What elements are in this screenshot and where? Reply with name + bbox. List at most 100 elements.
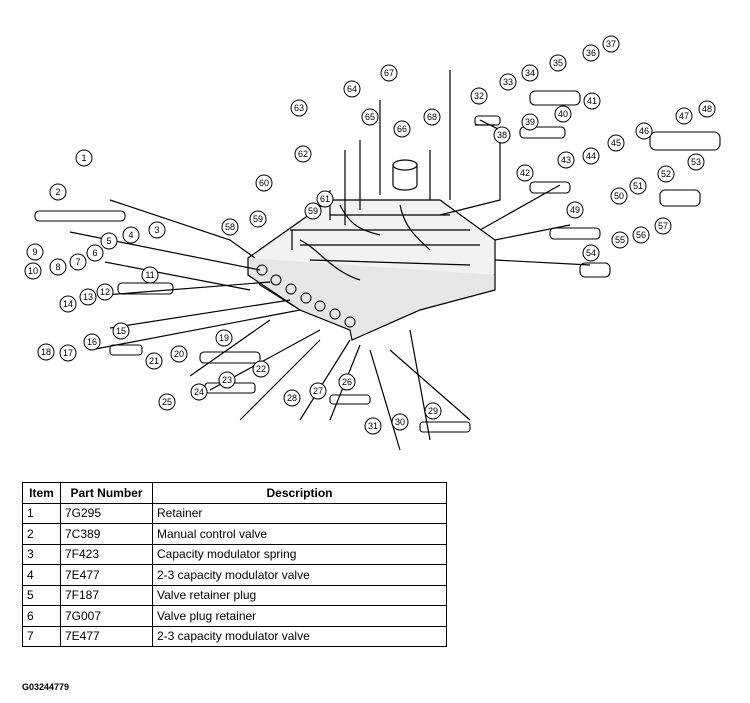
callout-3: 3: [148, 221, 166, 239]
svg-text:43: 43: [561, 155, 571, 165]
svg-text:58: 58: [225, 222, 235, 232]
svg-text:49: 49: [570, 205, 580, 215]
callout-67: 67: [380, 64, 398, 82]
callout-40: 40: [554, 105, 572, 123]
callout-50: 50: [610, 187, 628, 205]
svg-text:4: 4: [128, 230, 133, 240]
svg-text:39: 39: [525, 117, 535, 127]
svg-text:41: 41: [587, 96, 597, 106]
svg-text:54: 54: [586, 248, 596, 258]
callout-5: 5: [100, 232, 118, 250]
table-row: 5 7F187 Valve retainer plug: [22, 584, 447, 606]
callout-29: 29: [424, 402, 442, 420]
svg-text:8: 8: [55, 262, 60, 272]
svg-text:59: 59: [308, 206, 318, 216]
callout-66: 66: [393, 120, 411, 138]
callout-7: 7: [69, 253, 87, 271]
callout-46: 46: [635, 122, 653, 140]
svg-text:31: 31: [368, 421, 378, 431]
svg-text:42: 42: [520, 168, 530, 178]
callout-23: 23: [218, 371, 236, 389]
callout-49: 49: [566, 201, 584, 219]
svg-text:16: 16: [87, 337, 97, 347]
svg-text:52: 52: [661, 169, 671, 179]
callout-17: 17: [59, 344, 77, 362]
svg-text:35: 35: [553, 58, 563, 68]
callout-59: 59: [304, 202, 322, 220]
svg-text:37: 37: [606, 39, 616, 49]
svg-text:2: 2: [55, 187, 60, 197]
part-number-cell: 7F187: [60, 584, 153, 606]
svg-text:7: 7: [75, 257, 80, 267]
svg-text:27: 27: [313, 386, 323, 396]
callout-43: 43: [557, 151, 575, 169]
callout-18: 18: [37, 343, 55, 361]
callout-64: 64: [343, 80, 361, 98]
svg-text:9: 9: [32, 247, 37, 257]
callout-55: 55: [611, 231, 629, 249]
callout-19: 19: [215, 329, 233, 347]
svg-text:48: 48: [702, 104, 712, 114]
svg-text:53: 53: [691, 157, 701, 167]
svg-text:59: 59: [253, 214, 263, 224]
header-description: Description: [152, 482, 447, 504]
callout-54: 54: [582, 244, 600, 262]
table-row: 6 7G007 Valve plug retainer: [22, 605, 447, 627]
callout-2: 2: [49, 183, 67, 201]
svg-text:64: 64: [347, 84, 357, 94]
svg-text:14: 14: [63, 299, 73, 309]
description-cell: Capacity modulator spring: [152, 543, 447, 565]
svg-text:65: 65: [365, 112, 375, 122]
item-cell: 1: [22, 502, 61, 524]
callout-65: 65: [361, 108, 379, 126]
callout-48: 48: [698, 100, 716, 118]
svg-text:10: 10: [28, 266, 38, 276]
callout-63: 63: [290, 99, 308, 117]
svg-text:47: 47: [679, 111, 689, 121]
svg-text:25: 25: [162, 397, 172, 407]
callout-62: 62: [294, 145, 312, 163]
header-part-number: Part Number: [60, 482, 153, 504]
callout-45: 45: [607, 134, 625, 152]
item-cell: 7: [22, 625, 61, 647]
callout-27: 27: [309, 382, 327, 400]
figure-id-label: G03244779: [22, 682, 70, 692]
callout-58: 58: [221, 218, 239, 236]
callout-33: 33: [499, 73, 517, 91]
description-cell: Retainer: [152, 502, 447, 524]
svg-text:11: 11: [145, 270, 154, 280]
callout-21: 21: [145, 352, 163, 370]
svg-text:13: 13: [83, 292, 93, 302]
callout-42: 42: [516, 164, 534, 182]
table-row: 2 7C389 Manual control valve: [22, 523, 447, 545]
part-number-cell: 7E477: [60, 564, 153, 586]
svg-text:21: 21: [149, 356, 159, 366]
callout-28: 28: [283, 389, 301, 407]
svg-text:15: 15: [116, 326, 126, 336]
callout-35: 35: [549, 54, 567, 72]
callout-11: 11: [141, 266, 159, 284]
valve-body-illustration: [34, 70, 721, 451]
svg-text:55: 55: [615, 235, 625, 245]
callout-6: 6: [86, 244, 104, 262]
svg-text:57: 57: [658, 221, 668, 231]
part-number-cell: 7E477: [60, 625, 153, 647]
svg-text:18: 18: [41, 347, 51, 357]
callout-26: 26: [338, 373, 356, 391]
callout-24: 24: [190, 383, 208, 401]
callout-4: 4: [122, 226, 140, 244]
description-cell: 2-3 capacity modulator valve: [152, 625, 447, 647]
callout-1: 1: [75, 149, 93, 167]
svg-text:44: 44: [586, 151, 596, 161]
svg-text:60: 60: [259, 178, 269, 188]
part-number-cell: 7G007: [60, 605, 153, 627]
callout-37: 37: [602, 35, 620, 53]
svg-text:17: 17: [63, 348, 73, 358]
svg-text:20: 20: [174, 349, 184, 359]
callout-20: 20: [170, 345, 188, 363]
callout-61: 61: [316, 190, 334, 208]
item-cell: 6: [22, 605, 61, 627]
item-cell: 2: [22, 523, 61, 545]
callout-39: 39: [521, 113, 539, 131]
